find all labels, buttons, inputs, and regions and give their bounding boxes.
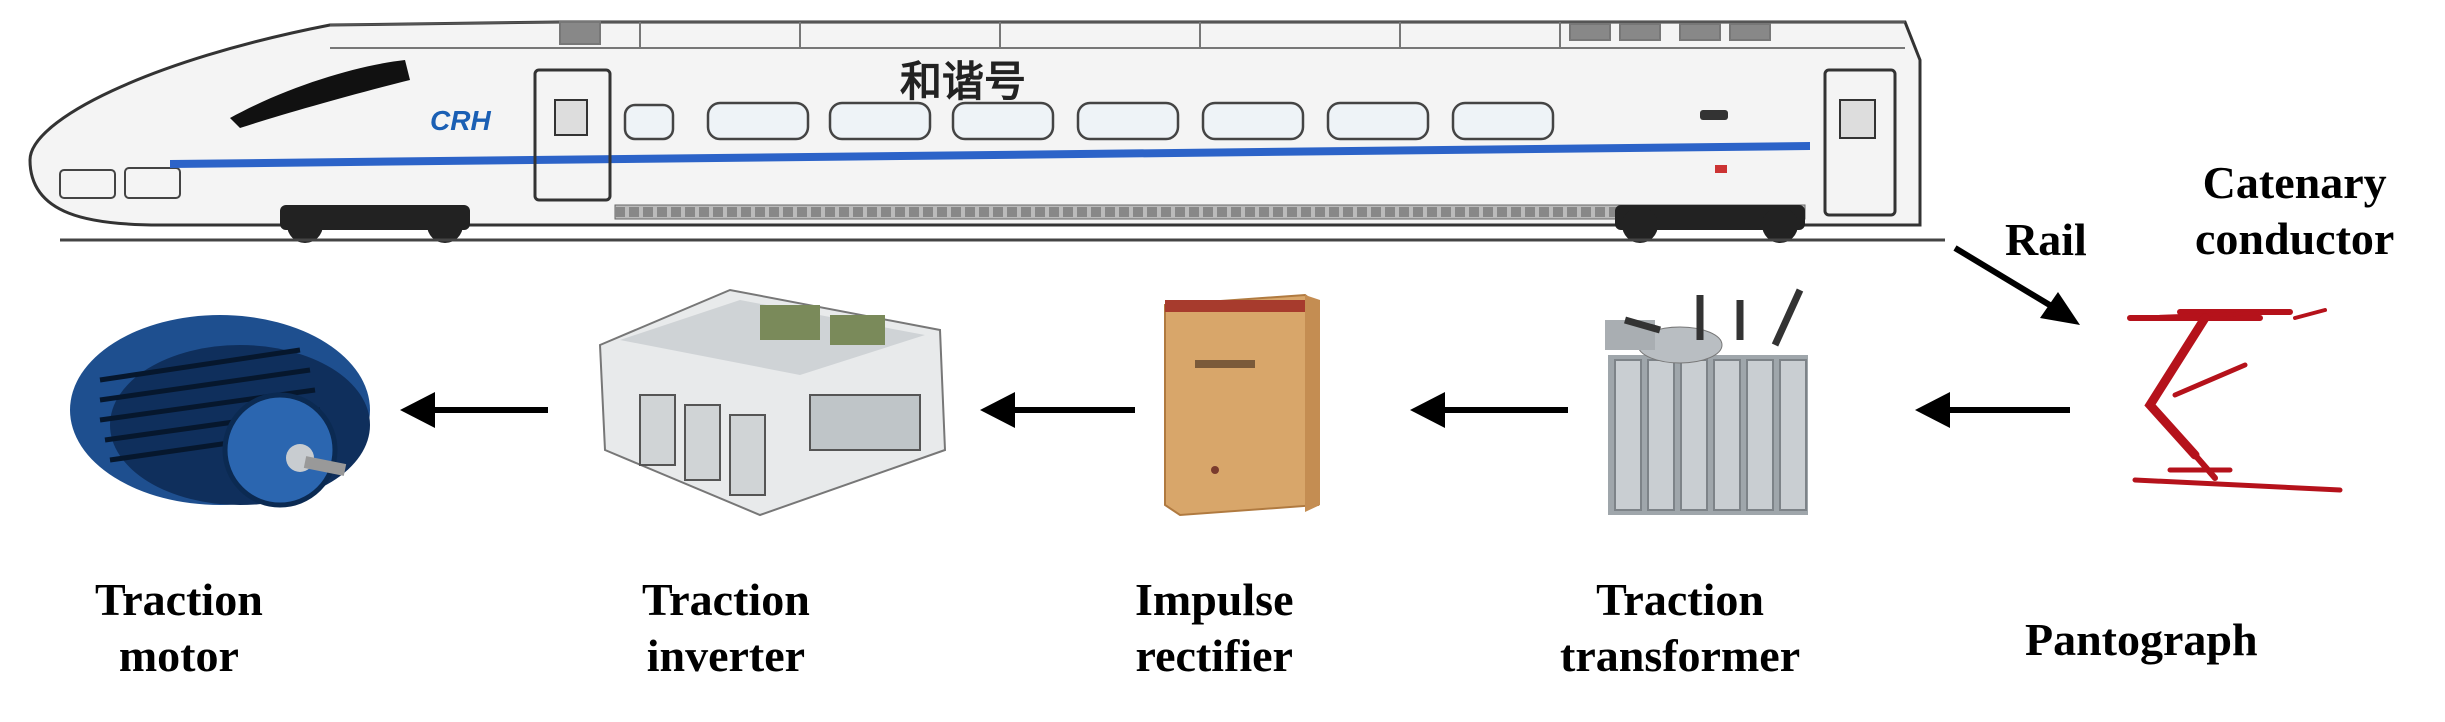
- label-traction-motor: Traction motor: [95, 572, 263, 684]
- transformer-image: [1605, 288, 1808, 515]
- label-catenary-line2: conductor: [2195, 213, 2395, 264]
- label-motor-line2: motor: [118, 630, 239, 681]
- blue-stripe: [170, 142, 1810, 168]
- label-pantograph-text: Pantograph: [2025, 614, 2258, 665]
- label-rectifier-line1: Impulse: [1135, 574, 1294, 625]
- arrow-inverter-to-motor: [400, 392, 548, 428]
- label-inverter-line2: inverter: [646, 630, 806, 681]
- rail-pointer-arrow: [1953, 245, 2080, 325]
- label-transformer-line1: Traction: [1596, 574, 1764, 625]
- label-catenary-conductor: Catenary conductor: [2195, 155, 2394, 267]
- motor-image: [70, 315, 370, 508]
- label-traction-inverter: Traction inverter: [642, 572, 810, 684]
- label-rectifier-line2: rectifier: [1135, 630, 1293, 681]
- flow-arrows: [400, 392, 2070, 428]
- label-rail-text: Rail: [2005, 214, 2087, 265]
- label-rail: Rail: [2005, 212, 2087, 268]
- label-pantograph: Pantograph: [2025, 612, 2258, 668]
- front-bogie: [280, 205, 470, 243]
- pantograph-image: [2127, 308, 2343, 493]
- arrow-transformer-to-rectifier: [1410, 392, 1568, 428]
- label-inverter-line1: Traction: [642, 574, 810, 625]
- crh-train: [28, 20, 1945, 243]
- arrow-pantograph-to-transformer: [1915, 392, 2070, 428]
- arrow-rectifier-to-inverter: [980, 392, 1135, 428]
- train-windows: [623, 101, 1555, 141]
- label-catenary-line1: Catenary: [2202, 157, 2387, 208]
- rectifier-image: [1164, 293, 1320, 517]
- label-motor-line1: Traction: [95, 574, 263, 625]
- train-name-label: 和谐号: [900, 57, 1027, 106]
- label-impulse-rectifier: Impulse rectifier: [1135, 572, 1293, 684]
- rear-bogie: [1615, 205, 1805, 243]
- cab-window: [230, 60, 410, 128]
- label-transformer-line2: transformer: [1560, 630, 1801, 681]
- inverter-image: [598, 288, 947, 517]
- crh-logo: CRH: [430, 105, 491, 136]
- label-traction-transformer: Traction transformer: [1560, 572, 1800, 684]
